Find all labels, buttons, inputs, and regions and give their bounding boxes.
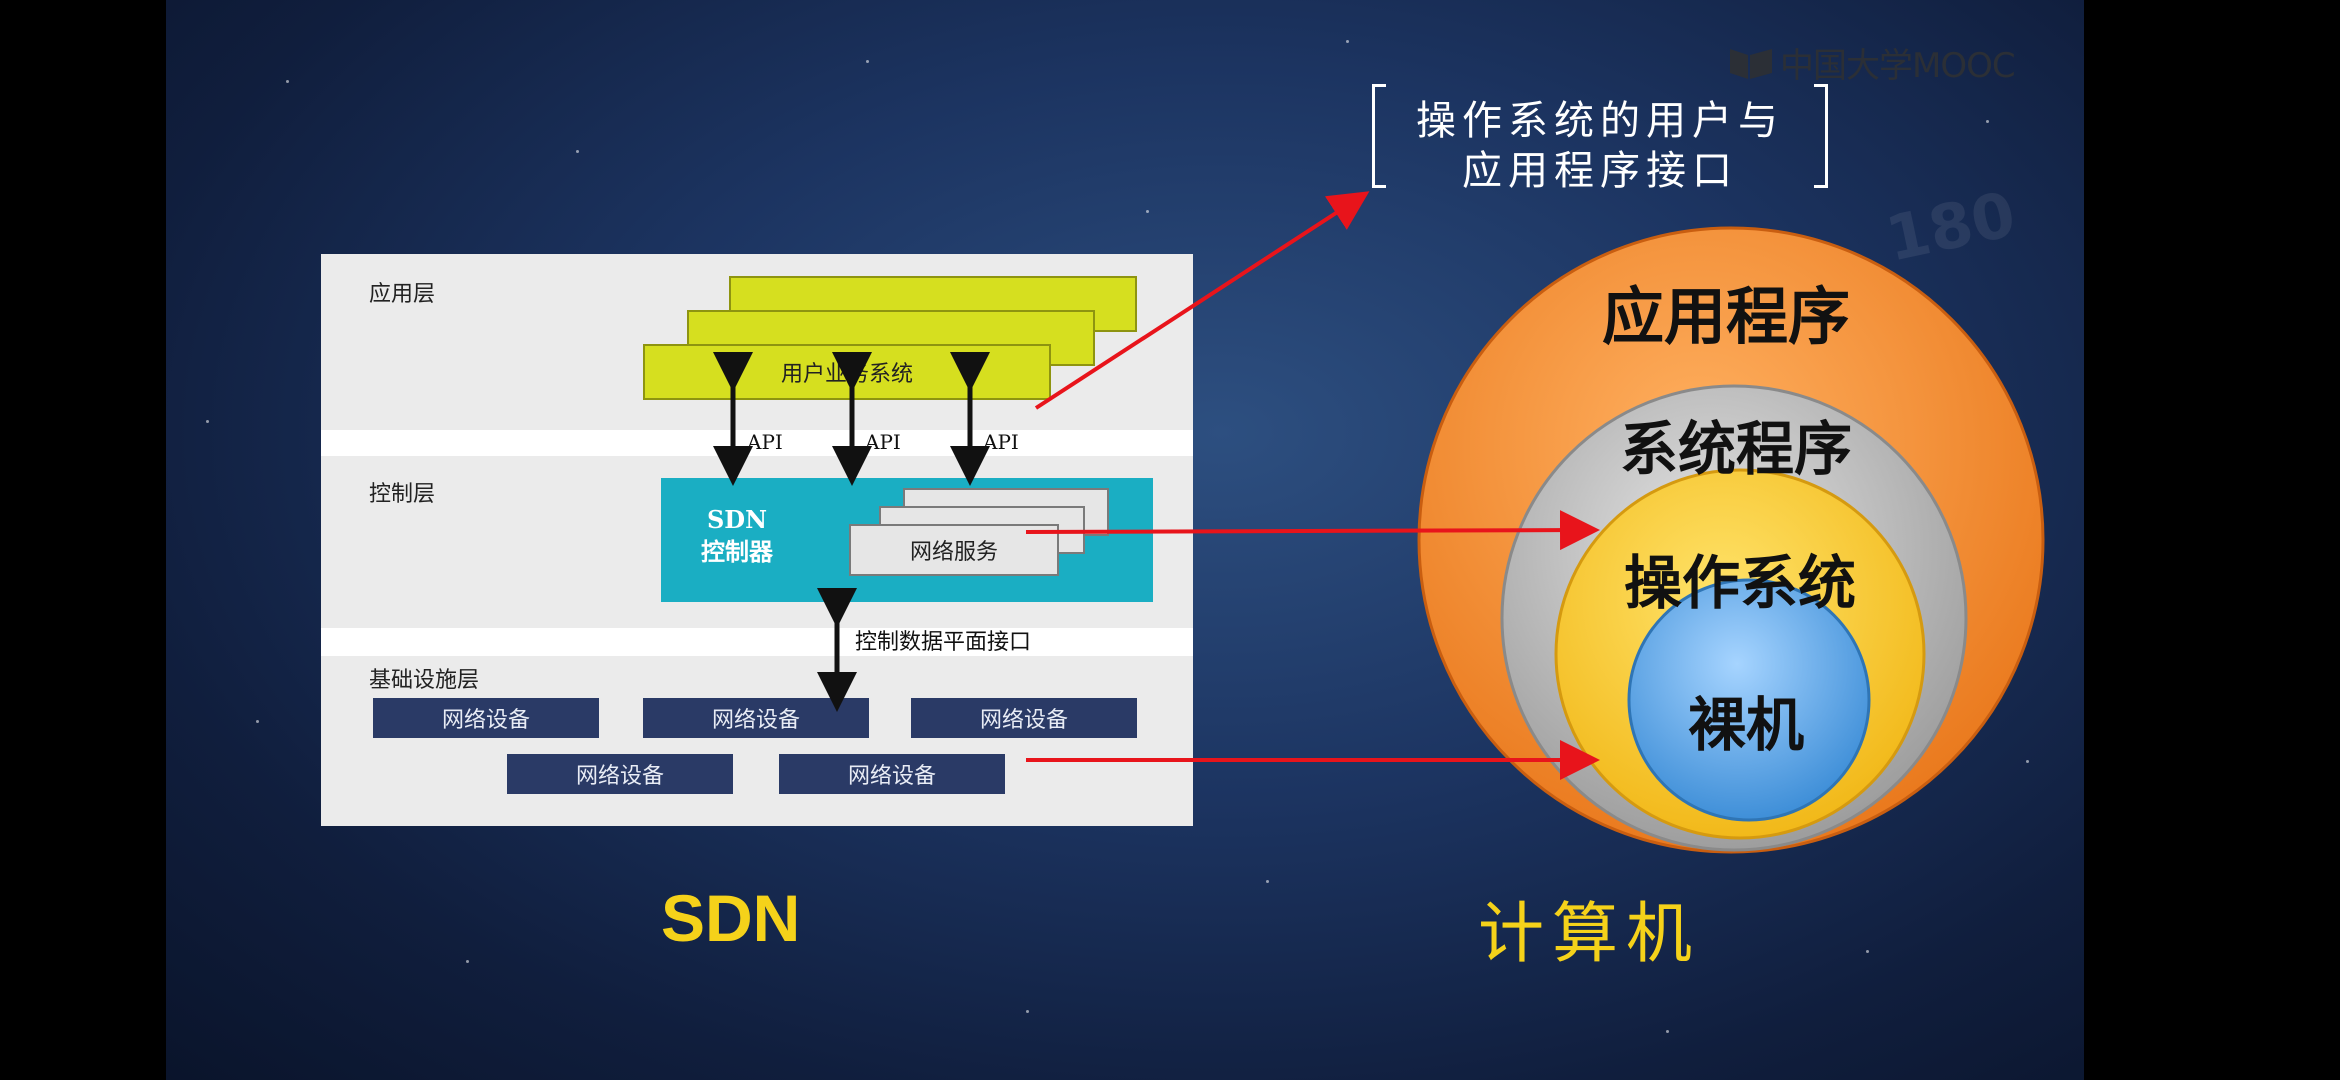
arrow-service-to-os [1025, 510, 1600, 551]
star [286, 80, 289, 83]
ring-label-applications: 应用程序 [1601, 280, 1850, 353]
star [866, 60, 869, 63]
network-device: 网络设备 [373, 698, 599, 738]
sdn-controller-line2: 控制器 [701, 537, 773, 566]
sdn-controller-title: SDN 控制器 [701, 504, 773, 568]
mooc-brand-text: 中国大学MOOC [1780, 46, 2016, 86]
interface-note-line1: 操作系统的用户与 [1416, 98, 1784, 144]
ring-bare-machine [1627, 578, 1871, 822]
infrastructure-layer-label: 基础设施层 [369, 668, 480, 693]
sdn-controller-line1: SDN [706, 505, 768, 534]
application-layer-label: 应用层 [369, 282, 436, 307]
star [576, 150, 579, 153]
right-bracket [1814, 84, 1828, 188]
sdn-caption: SDN [661, 881, 801, 955]
star [1866, 950, 1869, 953]
control-data-plane-interface-label: 控制数据平面接口 [855, 630, 1032, 655]
ring-label-bare-machine: 裸机 [1687, 691, 1804, 759]
layer-divider [321, 628, 1193, 656]
interface-note-line2: 应用程序接口 [1462, 148, 1738, 194]
ring-label-operating-system: 操作系统 [1623, 549, 1856, 617]
star [1266, 880, 1269, 883]
control-layer-label: 控制层 [369, 482, 436, 507]
star [1146, 210, 1149, 213]
layer-divider [321, 430, 1193, 456]
arrow-app-to-interface [1034, 191, 1370, 410]
star [1666, 1030, 1669, 1033]
interface-note: 操作系统的用户与 应用程序接口 [1372, 84, 1828, 194]
star [256, 720, 259, 723]
left-bracket [1372, 84, 1386, 188]
network-device: 网络设备 [911, 698, 1137, 738]
star [206, 420, 209, 423]
slide-background: 180 中国大学MOOC 应用层 控制层 基础设施层 用户业务系统 API AP… [166, 0, 2084, 1080]
star [1986, 120, 1989, 123]
mooc-logo-icon [1728, 45, 1774, 81]
network-device: 网络设备 [507, 754, 733, 794]
computer-caption: 计算机 [1478, 895, 1700, 972]
star [466, 960, 469, 963]
star [2026, 760, 2029, 763]
sdn-architecture-diagram: 应用层 控制层 基础设施层 用户业务系统 API API API SDN 控制器… [321, 254, 1193, 826]
network-device: 网络设备 [779, 754, 1005, 794]
ring-label-system-programs: 系统程序 [1619, 415, 1852, 483]
star [1026, 1010, 1029, 1013]
mooc-watermark: 中国大学MOOC [1728, 38, 2016, 87]
diagram-overlay [713, 191, 2045, 854]
api-arrows [713, 352, 990, 712]
mapping-arrows [1025, 191, 1600, 780]
network-service-box: 网络服务 [849, 524, 1059, 576]
star [1346, 40, 1349, 43]
